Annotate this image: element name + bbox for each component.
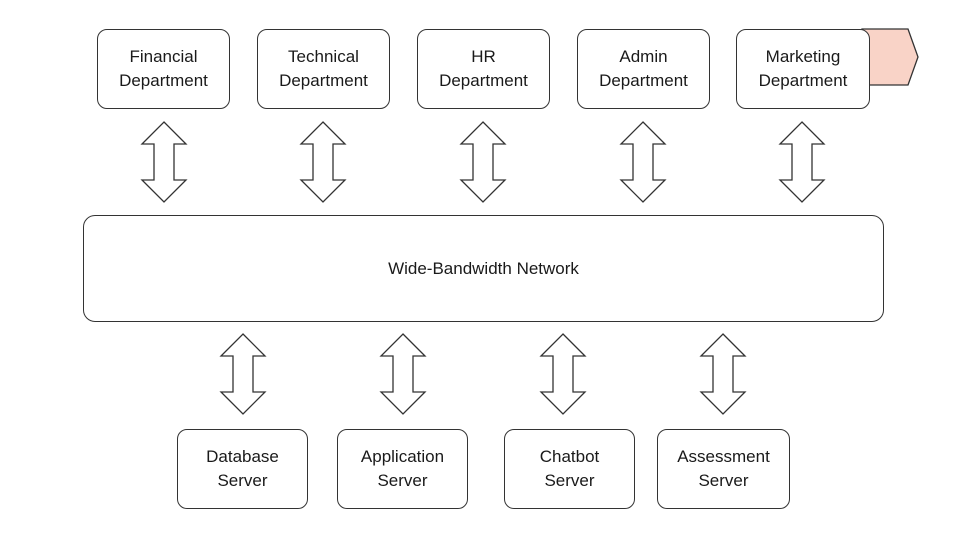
- double-arrow-icon: [379, 333, 427, 415]
- server-box-database: Database Server: [177, 429, 308, 509]
- department-box-marketing: Marketing Department: [736, 29, 870, 109]
- server-box-chatbot: Chatbot Server: [504, 429, 635, 509]
- server-box-assessment: Assessment Server: [657, 429, 790, 509]
- double-arrow-icon: [619, 121, 667, 203]
- double-arrow-icon: [778, 121, 826, 203]
- double-arrow-icon: [699, 333, 747, 415]
- department-box-hr: HR Department: [417, 29, 550, 109]
- server-label: Application Server: [360, 447, 445, 490]
- department-label: Technical Department: [279, 47, 368, 90]
- server-label: Database Server: [206, 447, 279, 490]
- server-label: Assessment Server: [677, 447, 770, 490]
- department-label: Admin Department: [599, 47, 688, 90]
- server-label: Chatbot Server: [539, 447, 600, 490]
- department-box-financial: Financial Department: [97, 29, 230, 109]
- double-arrow-icon: [539, 333, 587, 415]
- double-arrow-icon: [299, 121, 347, 203]
- network-box: Wide-Bandwidth Network: [83, 215, 884, 322]
- double-arrow-icon: [459, 121, 507, 203]
- double-arrow-icon: [140, 121, 188, 203]
- department-label: HR Department: [439, 47, 528, 90]
- department-label: Financial Department: [119, 47, 208, 90]
- network-label: Wide-Bandwidth Network: [388, 258, 579, 278]
- department-box-technical: Technical Department: [257, 29, 390, 109]
- server-box-application: Application Server: [337, 429, 468, 509]
- department-label: Marketing Department: [758, 47, 848, 90]
- department-box-admin: Admin Department: [577, 29, 710, 109]
- double-arrow-icon: [219, 333, 267, 415]
